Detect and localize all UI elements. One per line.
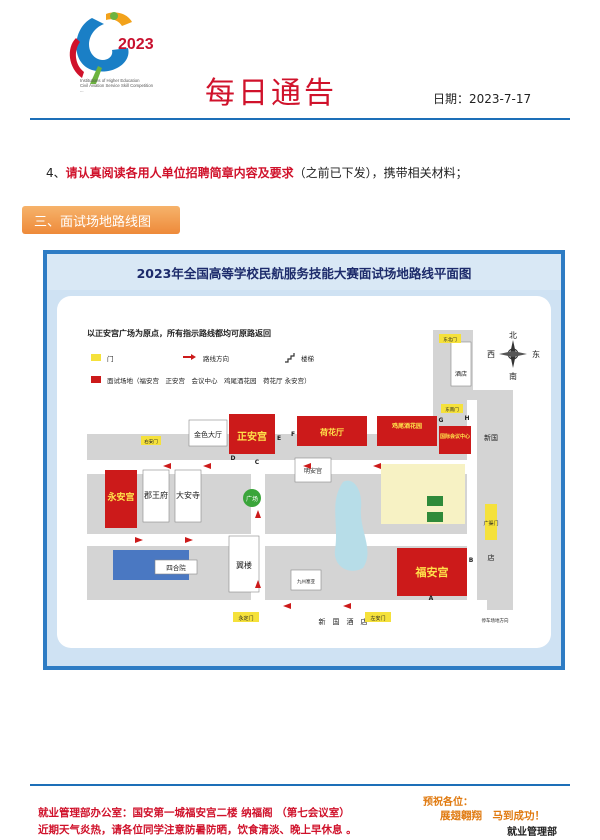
cocktail-garden: [377, 416, 437, 446]
east-wing: [473, 390, 513, 610]
marker-h: H: [464, 415, 469, 422]
xinguo-label: 新国: [484, 433, 498, 442]
competition-logo: [69, 12, 132, 84]
siheyuan-label: 四合院: [166, 563, 186, 572]
hehua-hall-label: 荷花厅: [319, 427, 344, 437]
notice-item-4: 4、请认真阅读各用人单位招聘简章内容及要求（之前已下发），携带相关材料；: [46, 164, 576, 181]
legend-direction-label: 路线方向: [203, 354, 229, 363]
cocktail-garden-label: 鸡尾酒花园: [391, 422, 422, 430]
section-badge: [22, 206, 180, 234]
legend-venue-swatch: [91, 376, 101, 383]
siheyuan: [154, 559, 198, 575]
legend-arrow-head-icon: [191, 354, 196, 360]
middle-road: [87, 534, 467, 546]
yongding-gate: [233, 612, 259, 622]
logo-year: 2023: [118, 36, 154, 53]
legend-venue-label: 面试场地（福安宫 正安宫 会议中心 鸡尾酒花园 荷花厅 永安宫）: [107, 376, 311, 385]
notice-highlight: 请认真阅读各用人单位招聘简章内容及要求: [65, 166, 294, 180]
plaza-marker: [243, 489, 261, 507]
hehua-hall: [297, 416, 367, 446]
wing-building: [228, 535, 260, 593]
zuoan-gate-label: 左安门: [370, 615, 385, 622]
guangqu-gate: [485, 504, 497, 540]
jiuzhou-building: [290, 569, 322, 591]
wing-building-label: 翼楼: [236, 560, 252, 570]
yongan-palace-label: 永安宫: [106, 491, 134, 503]
green-block: [427, 512, 443, 522]
conference-center-label: 国际会议中心: [440, 433, 470, 440]
compass-south: 南: [509, 371, 517, 381]
marker-f: F: [291, 431, 295, 438]
dongnan-gate-label: 东南门: [445, 406, 459, 413]
zuoan-gate: [365, 612, 391, 622]
south-road-label: 新 国 酒 店: [319, 617, 368, 626]
juwang-mansion: [142, 469, 170, 523]
jinse-hall-label: 金色大厅: [194, 430, 222, 439]
zhengan-palace-label: 正安宫: [237, 430, 267, 443]
marker-d: D: [231, 455, 236, 462]
footer-wish: 展翅翱翔 马到成功！: [440, 810, 545, 822]
youan-gate-label: 右安门: [144, 438, 158, 445]
stairs-icon: [285, 353, 295, 363]
garden-area: [381, 464, 465, 524]
marker-c: C: [255, 459, 260, 466]
compass-north: 北: [509, 331, 517, 340]
east-road: [467, 400, 477, 614]
yongding-gate-label: 永定门: [238, 615, 253, 622]
footer-office: 就业管理部办公室：国安第一城福安宫二楼 纳福阁 （第七会议室）: [38, 807, 350, 819]
guangqu-gate-label: 广渠门: [483, 520, 498, 527]
map-title: 2023年全国高等学校民航服务技能大赛面试场地路线平面图: [137, 266, 472, 281]
footer-tip: 近期天气炎热，请各位同学注意防暑防晒，饮食清淡、晚上早休息 。: [38, 824, 357, 836]
juwang-mansion-label: 郡王府: [144, 490, 168, 500]
route-arrows: [135, 463, 381, 609]
plaza-label: 广场: [246, 495, 258, 503]
lake: [334, 480, 368, 571]
mingan-palace-label: 明安宫: [304, 467, 322, 475]
dongbei-gate: [439, 334, 461, 343]
footer-dept: 就业管理部: [507, 827, 557, 838]
marker-a: A: [429, 595, 434, 602]
notice-prefix: 4、: [46, 166, 66, 180]
legend-door-label: 门: [107, 354, 114, 363]
dian-label: 店: [488, 553, 495, 562]
venue-route-map: 2023年全国高等学校民航服务技能大赛面试场地路线平面图 以正安宫广场为原点，所…: [43, 250, 565, 670]
map-intro: 以正安宫广场为原点，所有指示路线都均可原路返回: [87, 328, 271, 338]
marker-g: G: [439, 417, 444, 424]
notice-date: 日期：2023-7-17: [433, 92, 532, 106]
compass-east: 东: [532, 349, 540, 359]
footer-greet: 预祝各位：: [423, 797, 473, 808]
jinse-hall: [188, 419, 228, 447]
map-title-bar: [47, 254, 561, 290]
page-title: 每日通告: [205, 76, 337, 111]
logo-caption: Institutions of Higher Education: [80, 78, 140, 83]
compass-icon: [499, 340, 527, 368]
legend-door-swatch: [91, 354, 101, 361]
marker-b: B: [469, 557, 474, 564]
jiuzhou-label: 九州塞亚: [297, 578, 315, 585]
dongbei-gate-label: 东北门: [443, 336, 457, 343]
mingan-palace: [294, 457, 332, 483]
footer-divider: [30, 784, 570, 786]
yongan-palace: [105, 470, 137, 528]
zhengan-palace: [229, 414, 275, 454]
daan-temple: [174, 469, 202, 523]
hotel-label: 酒店: [455, 370, 467, 378]
logo-caption: ...: [80, 88, 84, 93]
section-title: 三、面试场地路线图: [34, 215, 152, 230]
logo-caption: Civil Aviation Service Skill Competition: [80, 83, 153, 88]
daan-temple-label: 大安寺: [176, 490, 200, 500]
fuan-palace: [397, 548, 467, 596]
header-divider: [30, 118, 570, 120]
dongnan-gate: [441, 404, 463, 413]
parking-label: 停车场地方向: [482, 617, 509, 624]
youan-gate: [141, 436, 161, 445]
marker-e: E: [277, 435, 281, 442]
hotel-block: [450, 341, 472, 387]
conference-center: [439, 426, 471, 454]
compass-west: 西: [487, 350, 495, 359]
fuan-palace-label: 福安宫: [415, 565, 449, 579]
legend-stairs-label: 楼梯: [301, 354, 315, 363]
green-block: [427, 496, 443, 506]
notice-suffix: （之前已下发），携带相关材料；: [293, 166, 468, 180]
